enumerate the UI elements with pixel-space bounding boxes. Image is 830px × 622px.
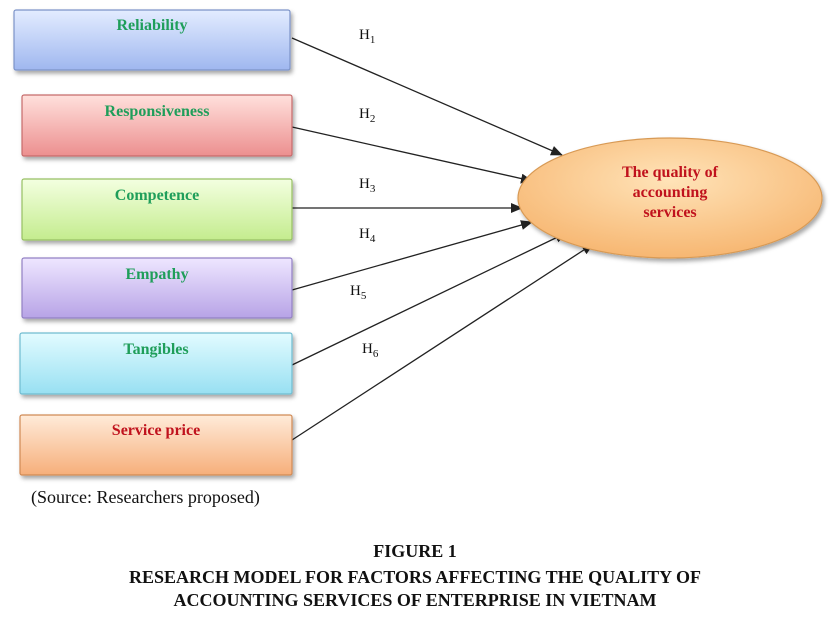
outcome-ellipse xyxy=(517,137,823,259)
factor-box: Competence xyxy=(21,178,293,241)
hypothesis-label: H3 xyxy=(359,176,376,195)
figure-caption-line: ACCOUNTING SERVICES OF ENTERPRISE IN VIE… xyxy=(173,590,657,610)
hypothesis-label: H6 xyxy=(362,341,379,360)
outcome-node: The quality of accounting services xyxy=(517,137,823,259)
factor-label: Responsiveness xyxy=(105,103,210,120)
hypothesis-arrow xyxy=(291,232,567,366)
factor-box-shape xyxy=(19,332,293,395)
hypothesis-label: H2 xyxy=(359,106,375,125)
hypothesis-arrow xyxy=(291,220,533,291)
hypothesis-arrow xyxy=(291,243,594,441)
figure-caption: RESEARCH MODEL FOR FACTORS AFFECTING THE… xyxy=(0,566,830,612)
outcome-label-line: accounting xyxy=(633,184,708,201)
factor-box-shape xyxy=(21,257,293,319)
factor-box-shape xyxy=(13,9,291,71)
factor-label: Empathy xyxy=(125,266,188,283)
factor-box: Tangibles xyxy=(19,332,293,395)
factor-box: Responsiveness xyxy=(21,94,293,157)
factor-label: Tangibles xyxy=(123,341,188,358)
outcome-label-line: The quality of xyxy=(622,164,719,181)
figure-number: FIGURE 1 xyxy=(373,541,457,561)
figure-caption-line: RESEARCH MODEL FOR FACTORS AFFECTING THE… xyxy=(129,567,701,587)
hypothesis-label: H5 xyxy=(350,283,367,302)
hypothesis-label: H4 xyxy=(359,226,376,245)
hypothesis-arrow xyxy=(291,37,563,156)
factor-box: Empathy xyxy=(21,257,293,319)
factors-layer: ReliabilityResponsivenessCompetenceEmpat… xyxy=(13,9,293,476)
outcome-layer: The quality of accounting services xyxy=(517,137,823,259)
hypothesis-arrow xyxy=(291,126,533,184)
factor-label: Reliability xyxy=(116,17,187,34)
factor-box-shape xyxy=(21,178,293,241)
source-note: (Source: Researchers proposed) xyxy=(31,487,260,507)
hypothesis-label: H1 xyxy=(359,27,375,46)
factor-box-shape xyxy=(21,94,293,157)
outcome-label-line: services xyxy=(643,204,696,221)
factor-box: Service price xyxy=(19,414,293,476)
factor-label: Competence xyxy=(115,187,199,204)
factor-box-shape xyxy=(19,414,293,476)
factor-label: Service price xyxy=(112,422,200,439)
factor-box: Reliability xyxy=(13,9,291,71)
